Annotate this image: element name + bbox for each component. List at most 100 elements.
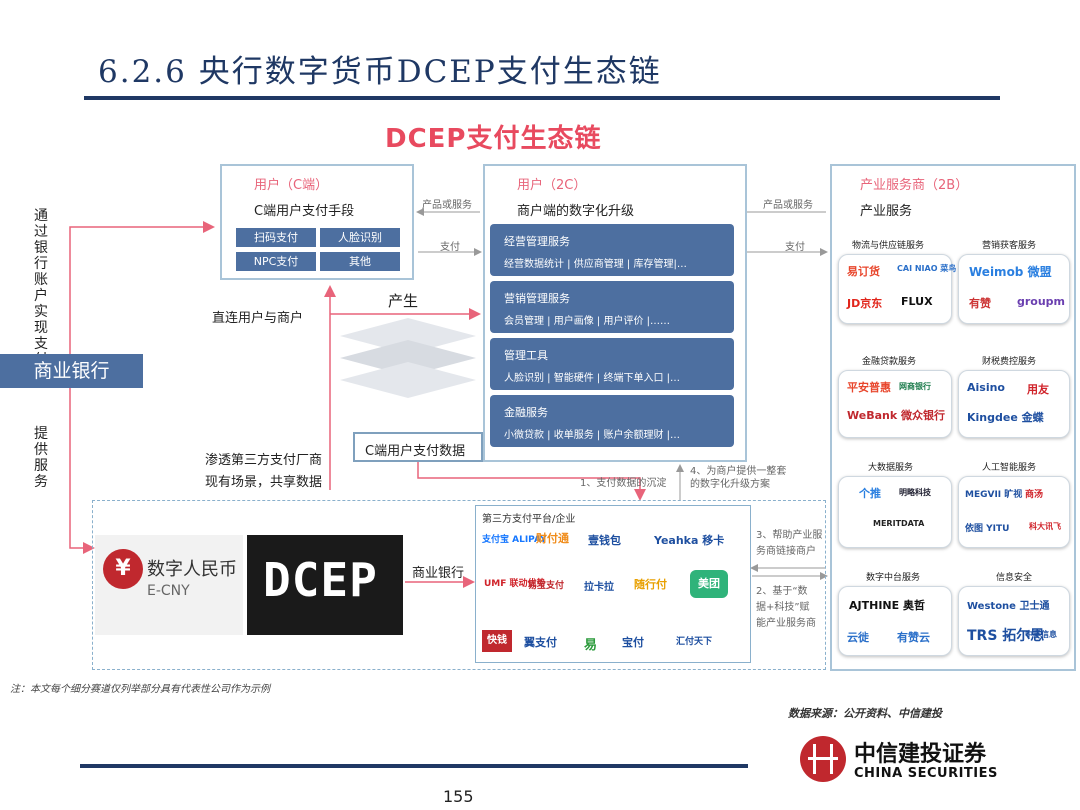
service-items: 人脸识别 | 智能硬件 | 终端下单入口 |… (504, 373, 681, 384)
logo-baofu: 宝付 (622, 636, 644, 649)
logo-mybank: 网商银行 (899, 382, 931, 391)
logo-kingdee: Kingdee 金蝶 (967, 411, 1044, 424)
ecny-cn: 数字人民币 (147, 559, 237, 580)
user-2c-subtitle: 商户端的数字化升级 (517, 204, 635, 219)
scan-pay-button[interactable]: 扫码支付 (236, 228, 316, 247)
other-button[interactable]: 其他 (320, 252, 400, 271)
dashed-region (92, 500, 826, 670)
service-finance[interactable]: 金融服务 小微贷款 | 收单服务 | 账户余额理财 |… (490, 395, 734, 447)
logo-yidinghuo: 易订货 (847, 265, 880, 278)
logo-authine: AJTHINE 奥哲 (849, 599, 925, 612)
footer-rule (80, 764, 748, 768)
yuan-icon: ¥ (103, 549, 143, 589)
logo-yeepay: 易宝支付 (528, 581, 565, 591)
logo-card-midplatform: AJTHINE 奥哲 云徙 有赞云 (838, 586, 952, 656)
direct-label: 直连用户与商户 (212, 311, 304, 326)
brand-en: CHINA SECURITIES (854, 766, 998, 781)
logo-yeahka: Yeahka 移卡 (654, 534, 725, 547)
logo-yi: 易 (584, 638, 598, 653)
logo-card-finance: 平安普惠 网商银行 WeBank 微众银行 (838, 370, 952, 438)
source-note: 数据来源：公开资料、中信建投 (788, 707, 942, 720)
logo-card-ai: MEGVII 旷视 商汤 依图 YITU 科大讯飞 (958, 476, 1070, 548)
service-tools[interactable]: 管理工具 人脸识别 | 智能硬件 | 终端下单入口 |… (490, 338, 734, 390)
diagram-title: DCEP支付生态链 (385, 124, 602, 154)
logo-umf: UMF 联动优势 (484, 579, 546, 589)
logo-sensetime: 商汤 (1025, 490, 1044, 500)
third-party-box: 第三方支付平台/企业 支付宝 ALIPAY 财付通 壹钱包 Yeahka 移卡 … (475, 505, 751, 663)
cat-ai: 人工智能服务 (982, 463, 1037, 473)
logo-megvii: MEGVII 旷视 (965, 490, 1023, 500)
footnote: 注：本文每个细分赛道仅列举部分具有代表性公司作为示例 (10, 684, 270, 695)
logo-webank: WeBank 微众银行 (847, 409, 945, 422)
service-items: 会员管理 | 用户画像 | 用户评价 |…… (504, 316, 671, 327)
label-provide: 4、为商户提供一整套的数字化升级方案 (690, 466, 787, 490)
logo-card-bigdata: 个推 明略科技 MERITDATA (838, 476, 952, 548)
label-product-service-1: 产品或服务 (422, 200, 472, 211)
logo-yunxi: 云徙 (847, 631, 869, 644)
label-settle: 1、支付数据的沉淀 (580, 478, 667, 489)
face-id-button[interactable]: 人脸识别 (320, 228, 400, 247)
logo-card-marketing: Weimob 微盟 有赞 groupm (958, 254, 1070, 324)
logo-huifu: 汇付天下 (676, 637, 713, 647)
logo-jd: JD京东 (847, 297, 883, 310)
label-pay-2: 支付 (785, 242, 805, 253)
logo-yiqianbao: 壹钱包 (588, 534, 621, 547)
cat-tax: 财税费控服务 (982, 357, 1037, 367)
logo-westone: Westone 卫士通 (967, 601, 1050, 612)
commercial-bank-bar: 商业银行 (0, 354, 143, 388)
service-items: 小微贷款 | 收单服务 | 账户余额理财 |… (504, 430, 681, 441)
cat-bigdata: 大数据服务 (868, 463, 914, 473)
logo-zhongfu: 中孚信息 (1025, 630, 1057, 639)
user-2c-header: 用户（2C） (517, 178, 587, 193)
logo-weimob: Weimob 微盟 (969, 265, 1052, 279)
ecny-en: E-CNY (147, 583, 190, 599)
logo-pingan: 平安普惠 (847, 381, 891, 394)
logo-card-tax: Aisino 用友 Kingdee 金蝶 (958, 370, 1070, 438)
npc-pay-button[interactable]: NPC支付 (236, 252, 316, 271)
logo-getui: 个推 (859, 487, 881, 500)
logo-yonyou: 用友 (1027, 383, 1049, 396)
user-c-header: 用户（C端） (254, 178, 329, 193)
logo-cainiao: CAI NIAO 菜鸟 (897, 264, 957, 273)
cat-marketing: 营销获客服务 (982, 241, 1037, 251)
penetrate-label: 渗透第三方支付厂商现有场景，共享数据 (205, 453, 323, 490)
cat-midplatform: 数字中台服务 (866, 573, 921, 583)
brand-cn: 中信建投证券 (854, 742, 987, 767)
industry-header: 产业服务商（2B） (860, 178, 969, 193)
service-title: 经营管理服务 (504, 235, 570, 248)
logo-suixingfu: 随行付 (634, 578, 667, 591)
logo-groupm: groupm (1017, 295, 1066, 308)
dcep-image: DCEP (247, 535, 403, 635)
dcep-text: DCEP (263, 553, 378, 607)
logo-meituan: 美团 (690, 570, 728, 598)
logo-trs: TRS 拓尔思 (967, 628, 1045, 644)
logo-bestpay: 翼支付 (524, 636, 557, 649)
user-c-subtitle: C端用户支付手段 (254, 204, 355, 219)
service-operation[interactable]: 经营管理服务 经营数据统计 | 供应商管理 | 库存管理|… (490, 224, 734, 276)
logo-iflytek: 科大讯飞 (1029, 522, 1061, 531)
ecny-image: ¥ 数字人民币 E-CNY (95, 535, 243, 635)
logo-youzan: 有赞 (969, 297, 991, 310)
logo-card-logistics: 易订货 CAI NIAO 菜鸟 JD京东 FLUX (838, 254, 956, 324)
logo-tenpay: 财付通 (536, 532, 569, 545)
cat-finance-loans: 金融贷款服务 (862, 357, 917, 367)
service-title: 管理工具 (504, 349, 548, 362)
logo-card-security: Westone 卫士通 TRS 拓尔思 中孚信息 (958, 586, 1070, 656)
c-data-box: C端用户支付数据 (353, 432, 483, 462)
cat-logistics: 物流与供应链服务 (852, 241, 925, 251)
citic-logo-icon (800, 736, 846, 782)
user-c-box: 用户（C端） C端用户支付手段 扫码支付 人脸识别 NPC支付 其他 (220, 164, 414, 280)
service-title: 营销管理服务 (504, 292, 570, 305)
service-items: 经营数据统计 | 供应商管理 | 库存管理|… (504, 259, 687, 270)
logo-aisino: Aisino (967, 381, 1005, 394)
service-marketing[interactable]: 营销管理服务 会员管理 | 用户画像 | 用户评价 |…… (490, 281, 734, 333)
connector-lines (69, 208, 828, 588)
industry-subtitle: 产业服务 (860, 204, 913, 219)
third-party-title: 第三方支付平台/企业 (482, 514, 576, 525)
produce-label: 产生 (388, 292, 419, 310)
logo-youzanyun: 有赞云 (897, 631, 930, 644)
logo-lakala: 拉卡拉 (584, 582, 614, 593)
title-rule (84, 96, 1000, 100)
c-data-label: C端用户支付数据 (365, 444, 466, 459)
label-pay-1: 支付 (440, 242, 460, 253)
